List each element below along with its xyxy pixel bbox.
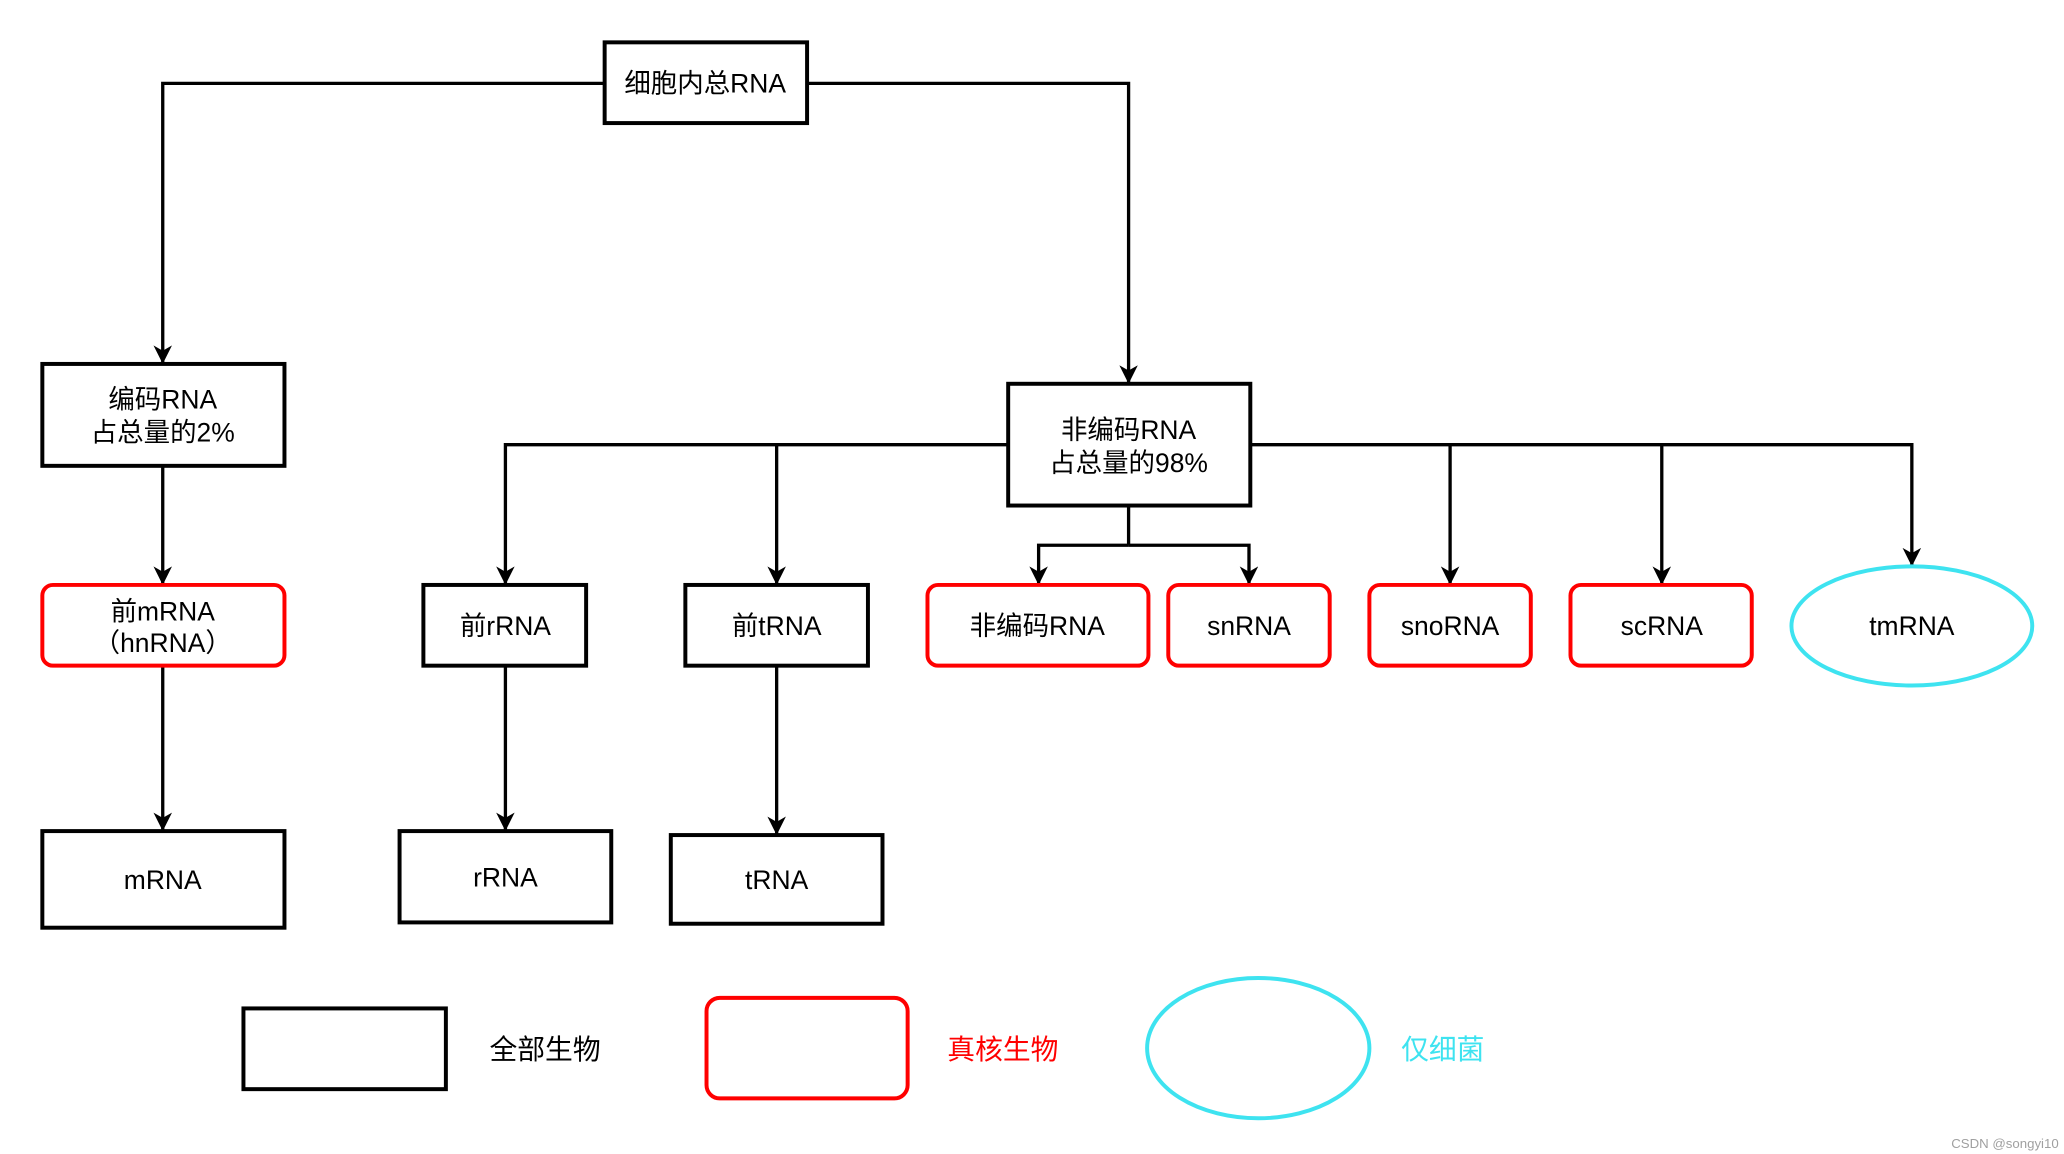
node-trna-label: tRNA [745,865,809,895]
node-total-rna-box [602,40,810,126]
node-pre-mrna: 前mRNA （hnRNA） [40,582,287,668]
node-trna: tRNA [668,833,885,926]
node-pre-mrna-box [40,582,287,668]
node-noncoding-rna-box [1006,381,1253,508]
node-noncoding-rna: 非编码RNA 占总量的98% [1006,381,1253,508]
node-ncrna-eukaryotic-label: 非编码RNA [970,611,1106,641]
node-coding-rna-share: 占总量的2% [91,418,235,448]
legend-eukaryotes-swatch [704,995,910,1101]
arrow-total-to-coding [153,81,605,364]
node-pre-mrna-title: 前mRNA [111,596,216,626]
legend-eukaryotes-label: 真核生物 [947,1034,1058,1065]
node-coding-rna-box [40,361,287,468]
node-rrna-box [397,829,614,925]
node-scrna-label: scRNA [1621,611,1704,641]
node-total-rna-label: 细胞内总RNA [624,68,786,98]
node-trna-box [668,833,885,926]
node-pre-rrna: 前rRNA [421,582,589,668]
node-snrna-label: snRNA [1207,611,1291,641]
node-snorna-box [1367,582,1533,668]
connectors [153,81,1922,836]
node-ncrna-eukaryotic: 非编码RNA [925,582,1151,668]
arrow-noncoding-to-ncrna-eukaryotic [1029,543,1129,585]
node-snorna-label: snoRNA [1401,611,1500,641]
node-pre-trna: 前tRNA [683,582,870,668]
node-tmrna-label: tmRNA [1869,611,1955,641]
node-noncoding-rna-share: 占总量的98% [1049,448,1208,478]
legend-bacteria-only: 仅细菌 [1145,976,1484,1121]
node-ncrna-eukaryotic-box [925,582,1151,668]
watermark: CSDN @songyi10 [1951,1136,2058,1151]
node-mrna: mRNA [40,829,287,930]
node-pre-mrna-alias: （hnRNA） [94,628,232,658]
arrow-noncoding-to-snrna [1128,543,1259,585]
node-pre-rrna-label: 前rRNA [460,611,551,641]
node-snrna-box [1166,582,1332,668]
node-noncoding-rna-title: 非编码RNA [1061,415,1197,445]
node-mrna-box [40,829,287,930]
arrow-noncoding-to-pre-rrna [496,443,1009,585]
legend: 全部生物 真核生物 仅细菌 [241,976,1484,1121]
node-coding-rna: 编码RNA 占总量的2% [40,361,287,468]
arrow-total-to-noncoding [807,81,1138,384]
node-pre-rrna-box [421,582,589,668]
legend-all-organisms-label: 全部生物 [490,1034,601,1065]
node-pre-trna-label: 前tRNA [732,611,822,641]
node-scrna-box [1568,582,1754,668]
node-rrna: rRNA [397,829,614,925]
legend-bacteria-only-label: 仅细菌 [1401,1034,1484,1065]
node-snorna: snoRNA [1367,582,1533,668]
node-rrna-label: rRNA [473,862,538,892]
node-mrna-label: mRNA [124,865,202,895]
node-pre-trna-box [683,582,870,668]
node-total-rna: 细胞内总RNA [602,40,810,126]
node-tmrna-ellipse [1789,564,2035,688]
arrow-noncoding-to-tmrna [1250,443,1922,567]
node-snrna: snRNA [1166,582,1332,668]
node-scrna: scRNA [1568,582,1754,668]
legend-all-organisms: 全部生物 [241,1006,601,1092]
node-tmrna: tmRNA [1789,564,2035,688]
legend-eukaryotes: 真核生物 [704,995,1058,1101]
legend-bacteria-only-swatch [1145,976,1372,1121]
legend-all-organisms-swatch [241,1006,448,1092]
node-coding-rna-title: 编码RNA [108,385,217,415]
